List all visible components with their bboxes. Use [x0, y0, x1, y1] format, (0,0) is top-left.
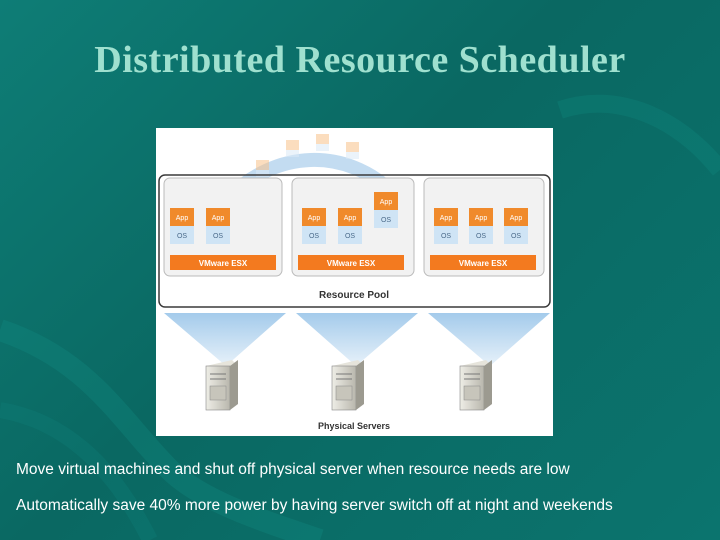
hypervisor-label: VMware ESX — [199, 259, 248, 268]
app-label: App — [344, 215, 357, 222]
caption-line-1: Move virtual machines and shut off physi… — [16, 461, 570, 478]
resource-pool-border — [158, 174, 551, 308]
os-label: OS — [476, 233, 486, 240]
physical-servers-label: Physical Servers — [318, 421, 390, 431]
os-label: OS — [441, 233, 451, 240]
vm-2-1: App OS — [302, 208, 326, 244]
vm-3-2: App OS — [469, 208, 493, 244]
slide-title: Distributed Resource Scheduler — [94, 39, 626, 81]
drs-diagram-svg: App OS App OS VMware ESX App OS — [158, 134, 551, 431]
vm-1-1: App OS — [170, 208, 194, 244]
esx-host-3: App OS App OS App OS VMware ESX — [423, 177, 545, 277]
os-label: OS — [381, 217, 391, 224]
esx-host-1: App OS App OS VMware ESX — [163, 177, 283, 277]
beam-3 — [428, 313, 550, 366]
app-label: App — [308, 215, 321, 222]
os-label: OS — [309, 233, 319, 240]
os-label: OS — [345, 233, 355, 240]
beam-1 — [164, 313, 286, 366]
physical-server-3 — [459, 360, 492, 411]
app-label: App — [475, 215, 488, 222]
hypervisor-bar — [430, 255, 536, 270]
esx-host-2: App OS App OS App OS VMware ESX — [291, 177, 415, 277]
hypervisor-label: VMware ESX — [327, 259, 376, 268]
app-label: App — [380, 199, 393, 206]
app-label: App — [510, 215, 523, 222]
vm-2-3-migrated: App OS — [374, 192, 398, 228]
beam-2 — [296, 313, 418, 366]
resource-pool-label: Resource Pool — [319, 290, 389, 301]
hypervisor-bar — [170, 255, 276, 270]
os-label: OS — [511, 233, 521, 240]
os-label: OS — [213, 233, 223, 240]
app-label: App — [176, 215, 189, 222]
physical-server-2 — [331, 360, 364, 411]
caption-line-2: Automatically save 40% more power by hav… — [16, 497, 613, 514]
hypervisor-bar — [298, 255, 404, 270]
vm-1-2: App OS — [206, 208, 230, 244]
vm-3-3: App OS — [504, 208, 528, 244]
os-label: OS — [177, 233, 187, 240]
physical-server-1 — [205, 360, 238, 411]
vm-2-2: App OS — [338, 208, 362, 244]
drs-diagram: App OS App OS VMware ESX App OS — [156, 128, 553, 436]
vm-3-1: App OS — [434, 208, 458, 244]
app-label: App — [440, 215, 453, 222]
hypervisor-label: VMware ESX — [459, 259, 508, 268]
app-label: App — [212, 215, 225, 222]
